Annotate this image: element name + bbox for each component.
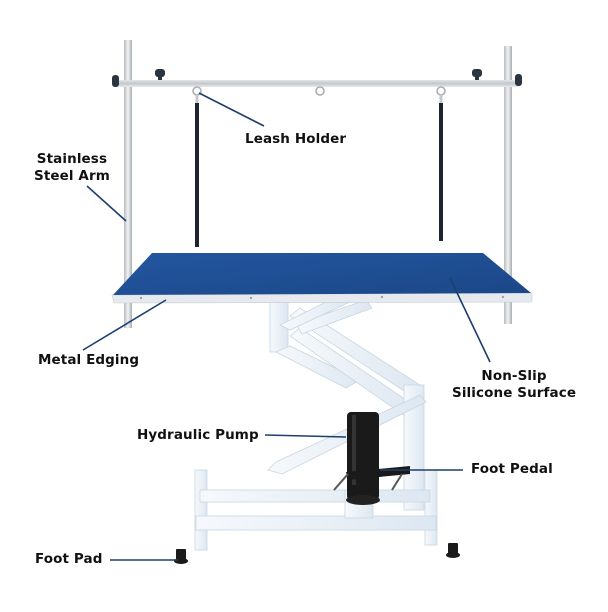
overhead-crossbar xyxy=(118,80,518,87)
foot-pad-icon xyxy=(174,543,460,564)
label-line: Stainless xyxy=(36,151,108,167)
scissor-lift-frame xyxy=(194,299,438,551)
callout-lines xyxy=(82,92,491,561)
label-hydraulic-pump: Hydraulic Pump xyxy=(137,427,259,443)
label-metal-edging: Metal Edging xyxy=(38,352,140,368)
label-non-slip-silicone-surface: Non-Slip Silicone Surface xyxy=(452,368,576,402)
label-line: Steel Arm xyxy=(34,168,110,184)
adjustment-knob-icon xyxy=(112,69,522,87)
label-foot-pedal: Foot Pedal xyxy=(471,461,553,477)
stainless-steel-arm-left xyxy=(124,40,132,328)
label-line: Non-Slip xyxy=(481,368,547,384)
callout-line-leash-holder xyxy=(198,92,265,127)
non-slip-silicone-surface xyxy=(113,253,531,295)
metal-edging xyxy=(111,292,533,304)
callout-line-steel-arm xyxy=(86,185,127,222)
label-line: Silicone Surface xyxy=(452,385,577,401)
label-stainless-steel-arm: Stainless Steel Arm xyxy=(34,151,110,185)
label-leash-holder: Leash Holder xyxy=(245,131,347,147)
callout-line-surface xyxy=(449,277,491,363)
leash-right xyxy=(439,95,443,241)
stainless-steel-arm-right xyxy=(504,46,512,324)
label-foot-pad: Foot Pad xyxy=(35,551,103,567)
hydraulic-pump xyxy=(346,412,380,505)
leash-left xyxy=(195,95,199,247)
table-top xyxy=(111,253,533,304)
leash-ring-icon xyxy=(192,86,446,96)
callout-line-hydraulic-pump xyxy=(264,434,347,438)
callout-line-metal-edging xyxy=(82,299,167,351)
